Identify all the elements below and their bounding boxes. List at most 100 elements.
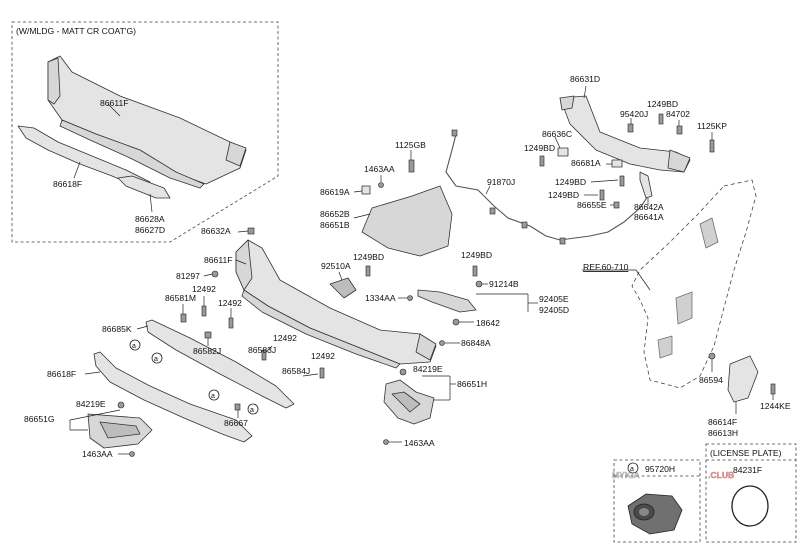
ref-circle-a-1-label: a bbox=[132, 343, 136, 350]
label-86655E: 86655E bbox=[577, 200, 607, 210]
ref-circle-a-4 bbox=[247, 403, 259, 415]
ref-circle-a-5 bbox=[627, 462, 639, 474]
label-86641A: 86641A bbox=[634, 212, 664, 222]
diffuser-garnish-86618F bbox=[93, 351, 253, 443]
label-1463AA-left: 1463AA bbox=[82, 449, 113, 459]
label-12492-c: 12492 bbox=[273, 333, 297, 343]
inset-dashed-frame bbox=[11, 21, 279, 243]
label-1463AA-top: 1463AA bbox=[364, 164, 395, 174]
watermark: MYKIA .CLUB bbox=[612, 470, 735, 481]
lower-garnish-86685K bbox=[145, 319, 295, 409]
label-95420J: 95420J bbox=[620, 109, 648, 119]
label-86651G: 86651G bbox=[24, 414, 55, 424]
license-plate-box bbox=[705, 443, 797, 543]
clip-84219E-mid bbox=[399, 368, 407, 376]
label-86583J: 86583J bbox=[248, 345, 276, 355]
screw-1249BD-top bbox=[658, 113, 664, 125]
label-86584J: 86584J bbox=[282, 366, 310, 376]
label-86614F: 86614F bbox=[708, 417, 737, 427]
inset-title: (W/MLDG - MATT CR COAT'G) bbox=[16, 26, 136, 36]
label-86611F-inset: 86611F bbox=[100, 98, 129, 108]
label-86618F: 86618F bbox=[47, 369, 76, 379]
label-86611F: 86611F bbox=[204, 255, 233, 265]
label-86652B: 86652B bbox=[320, 209, 350, 219]
bracket-86681A bbox=[611, 159, 623, 168]
watermark-right: .CLUB bbox=[708, 470, 734, 480]
label-91870J: 91870J bbox=[487, 177, 515, 187]
ref-circle-a-2 bbox=[151, 352, 163, 364]
label-1249BD-mid: 1249BD bbox=[353, 252, 384, 262]
seal-ring-84231F bbox=[731, 485, 769, 527]
lamp-92510A bbox=[329, 277, 357, 299]
inset-bumper-cover bbox=[47, 55, 247, 189]
screw-1463AA-left bbox=[129, 451, 135, 457]
label-1249BD-top: 1249BD bbox=[647, 99, 678, 109]
label-1125GB: 1125GB bbox=[395, 140, 426, 150]
label-84231F: 84231F bbox=[733, 465, 762, 475]
clip-86667 bbox=[234, 403, 241, 411]
screw-1249BD-c bbox=[619, 175, 625, 187]
side-skid-plate-86651H bbox=[383, 379, 435, 425]
label-86681A: 86681A bbox=[571, 158, 601, 168]
clip-86594 bbox=[708, 352, 716, 360]
label-86667: 86667 bbox=[224, 418, 248, 428]
inset-moulding bbox=[117, 175, 171, 199]
watermark-left: MYKIA bbox=[612, 470, 640, 480]
label-86651B: 86651B bbox=[320, 220, 350, 230]
label-1463AA-mid: 1463AA bbox=[404, 438, 435, 448]
ref-circle-a-3 bbox=[208, 389, 220, 401]
bracket-86619A bbox=[361, 185, 371, 195]
label-86636C: 86636C bbox=[542, 129, 572, 139]
screw-1249BD-right bbox=[472, 265, 478, 277]
label-92405D: 92405D bbox=[539, 305, 569, 315]
screw-1249BD-l bbox=[539, 155, 545, 167]
ref-circle-a-3-label: a bbox=[211, 393, 215, 400]
nut-1334AA bbox=[407, 295, 413, 301]
label-86632A: 86632A bbox=[201, 226, 231, 236]
screw-1463AA-top bbox=[378, 182, 384, 188]
main-bumper-cover bbox=[235, 239, 437, 369]
label-95720H: 95720H bbox=[645, 464, 675, 474]
label-86627D: 86627D bbox=[135, 225, 165, 235]
bumper-bracket-86614F bbox=[727, 355, 759, 403]
parking-sensor-95720H bbox=[627, 493, 683, 535]
bolt-1125GB bbox=[408, 159, 415, 173]
ref-circle-a-4-label: a bbox=[250, 407, 254, 414]
label-12492-d: 12492 bbox=[311, 351, 335, 361]
screw-12492-c bbox=[261, 349, 267, 361]
label-1125KP: 1125KP bbox=[697, 121, 727, 131]
ref-circle-a-2-label: a bbox=[154, 356, 158, 363]
skid-plate-86651G bbox=[87, 413, 153, 449]
label-1334AA: 1334AA bbox=[365, 293, 396, 303]
quarter-panel-ref bbox=[631, 179, 757, 389]
ref-label: REF.60-710 bbox=[583, 262, 629, 272]
bracket-86581M bbox=[180, 313, 187, 323]
screw-1244KE bbox=[770, 383, 776, 395]
stay-86641A bbox=[639, 171, 653, 199]
bolt-1125KP bbox=[709, 139, 715, 153]
back-beam-86631D bbox=[559, 95, 691, 173]
center-skid-plate-86651B bbox=[361, 185, 453, 257]
label-86631D: 86631D bbox=[570, 74, 600, 84]
label-1249BD-d: 1249BD bbox=[548, 190, 579, 200]
label-86582J: 86582J bbox=[193, 346, 221, 356]
label-86594: 86594 bbox=[699, 375, 723, 385]
label-18642: 18642 bbox=[476, 318, 500, 328]
clip-86848A bbox=[439, 340, 445, 346]
label-1249BD-c: 1249BD bbox=[555, 177, 586, 187]
screw-1249BD-d bbox=[599, 189, 605, 201]
screw-1463AA-mid bbox=[383, 439, 389, 445]
label-12492-b: 12492 bbox=[218, 298, 242, 308]
label-92405E: 92405E bbox=[539, 294, 569, 304]
label-86581M: 86581M bbox=[165, 293, 196, 303]
label-1249BD-l: 1249BD bbox=[524, 143, 555, 153]
bracket-86636C bbox=[557, 147, 569, 157]
label-86628A: 86628A bbox=[135, 214, 165, 224]
label-1244KE: 1244KE bbox=[760, 401, 791, 411]
reflector-lamp-92405E bbox=[417, 289, 477, 313]
screw-1249BD-mid bbox=[365, 265, 371, 277]
label-1249BD-right: 1249BD bbox=[461, 250, 492, 260]
clip-84702 bbox=[676, 125, 683, 135]
clip-86632A bbox=[247, 227, 255, 235]
